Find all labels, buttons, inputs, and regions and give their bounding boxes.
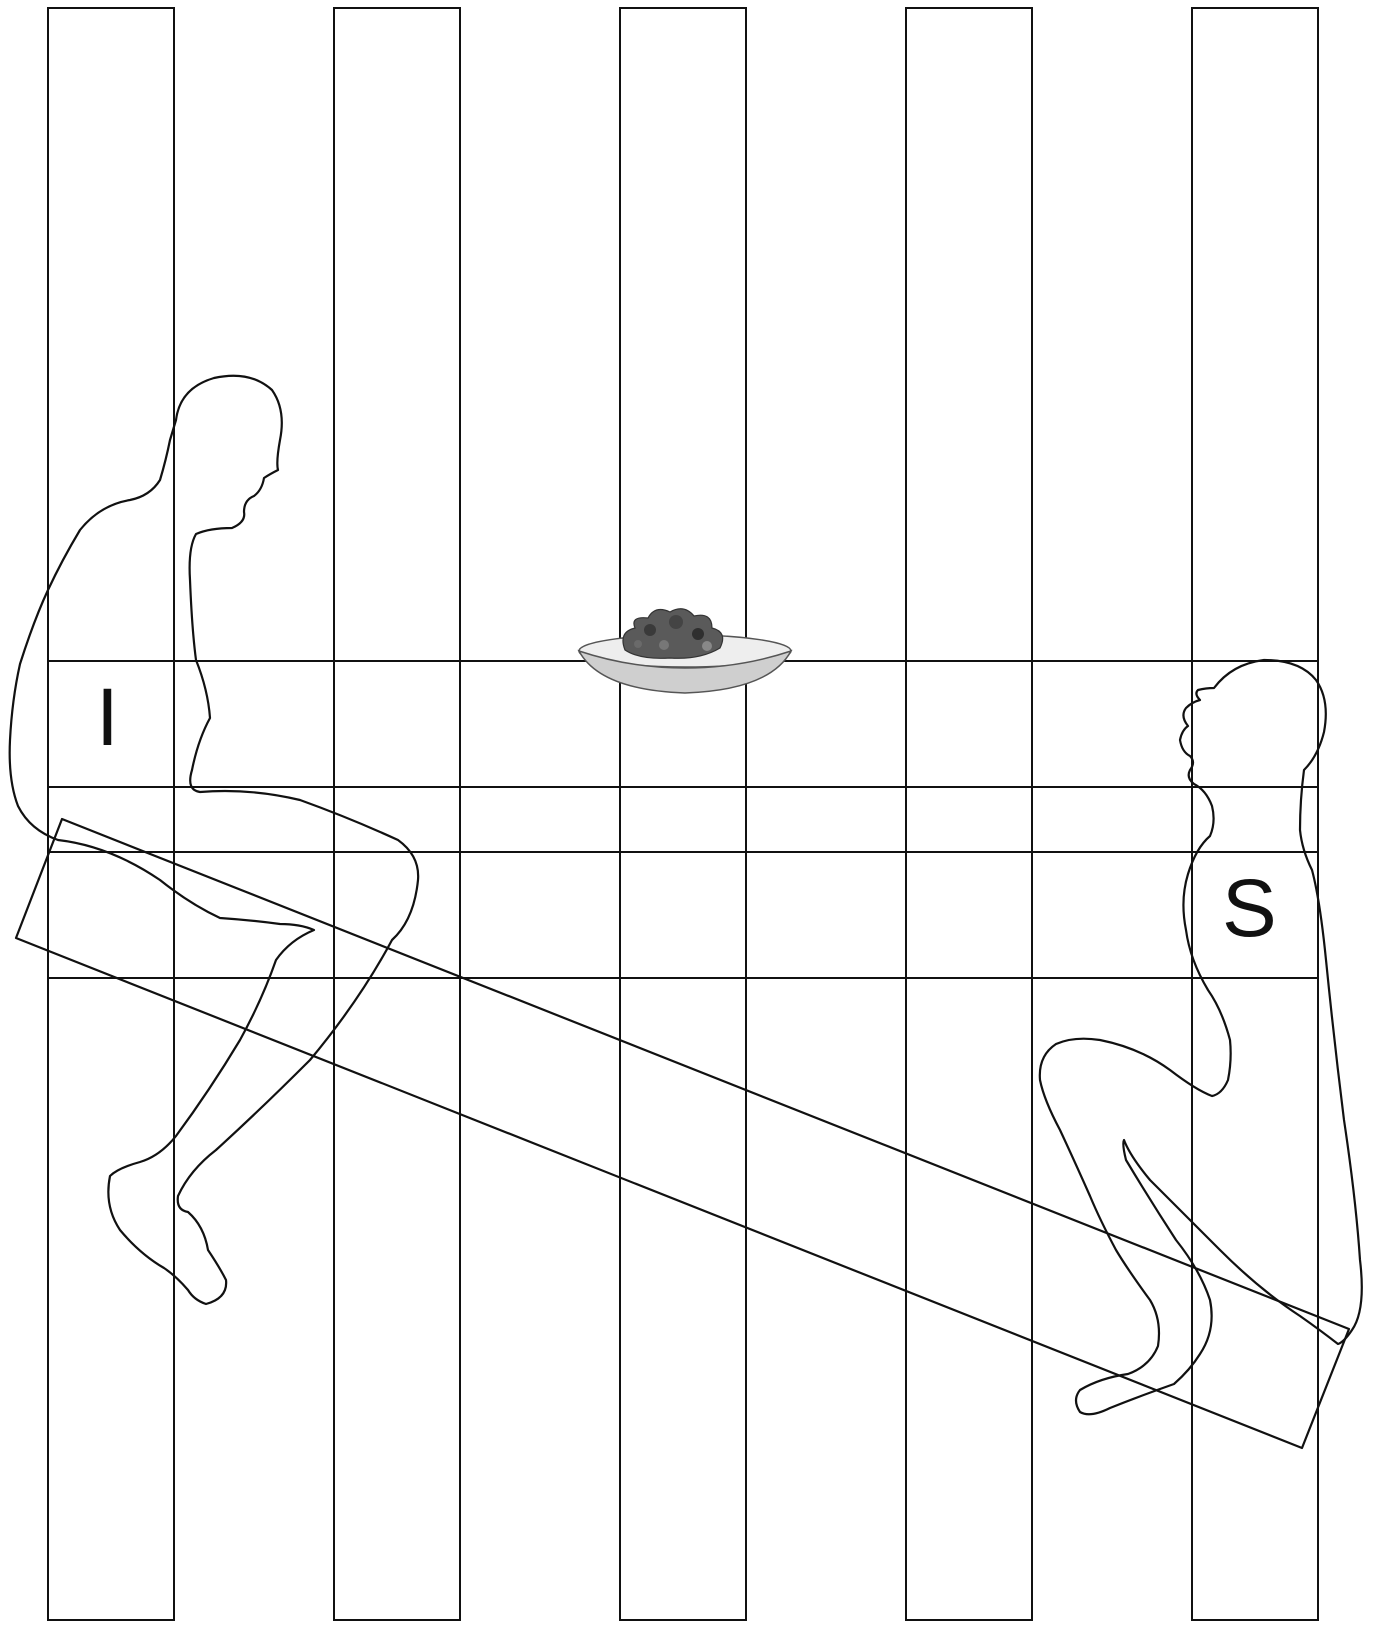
vertical-bars [47, 7, 1319, 1621]
left-figure-outline [8, 374, 420, 1306]
vertical-bar-3 [619, 7, 747, 1621]
horizontal-bands [47, 660, 1319, 979]
left-figure-letter: I [96, 672, 119, 763]
right-figure-letter: S [1222, 863, 1277, 954]
seesaw-plank [14, 817, 1351, 1450]
vertical-bar-2 [333, 7, 461, 1621]
vertical-bar-1 [47, 7, 175, 1621]
vertical-bar-4 [905, 7, 1033, 1621]
horizontal-band-lower [47, 851, 1319, 979]
vertical-bar-5 [1191, 7, 1319, 1621]
bowl-of-food-icon [577, 608, 793, 694]
right-figure-outline [1038, 658, 1363, 1416]
